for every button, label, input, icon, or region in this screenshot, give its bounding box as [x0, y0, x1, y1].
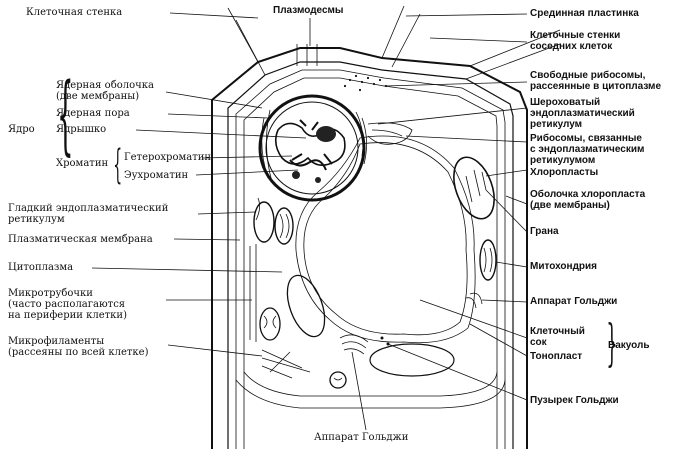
- label-heterochromatin: Гетерохроматин: [124, 152, 212, 163]
- label-golgi-vesicle: Пузырек Гольджи: [530, 395, 619, 406]
- vacuole-shape: [295, 135, 476, 344]
- cell-wall: [211, 5, 561, 449]
- label-golgi-bottom: Аппарат Гольджи: [314, 432, 409, 443]
- label-chromatin: Хроматин: [56, 158, 109, 169]
- label-chloroplasts: Хлоропласты: [530, 167, 599, 178]
- label-nucleolus: Ядрышко: [56, 124, 107, 135]
- label-nucleus: Ядро: [8, 124, 35, 135]
- label-nuclear-pore: Ядерная пора: [56, 108, 130, 119]
- label-microfilaments-2: (рассеяны по всей клетке): [8, 347, 149, 358]
- label-rough-er-2: эндоплазматический: [530, 108, 635, 119]
- label-chloroplast-envelope-2: (две мембраны): [530, 200, 610, 211]
- nucleus-brace: {: [57, 65, 74, 165]
- label-vacuole: Вакуоль: [608, 340, 650, 351]
- label-plasmodesmata: Плазмодесмы: [273, 5, 344, 16]
- label-rough-er-3: ретикулум: [530, 119, 583, 130]
- label-adjacent-walls-2: соседних клеток: [530, 41, 613, 52]
- label-plasma-membrane: Плазматическая мембрана: [8, 234, 153, 245]
- label-microtubules-3: на периферии клетки): [8, 310, 127, 321]
- label-cell-sap-1: Клеточный: [530, 326, 585, 337]
- label-smooth-er-1: Гладкий эндоплазматический: [8, 203, 169, 214]
- label-microtubules-1: Микротрубочки: [8, 288, 93, 299]
- nucleus: [258, 94, 366, 202]
- label-bound-ribosomes-2: с эндоплазматическим: [530, 144, 645, 155]
- golgi-apparatus: [339, 292, 483, 355]
- label-cell-sap-2: сок: [530, 337, 547, 348]
- leader-lines: [91, 12, 528, 431]
- label-rough-er-1: Шероховатый: [530, 97, 601, 108]
- free-ribosomes: [343, 74, 388, 92]
- label-bound-ribosomes-3: ретикулумом: [530, 155, 596, 166]
- label-microfilaments-1: Микрофиламенты: [8, 336, 105, 347]
- rough-er: [261, 109, 413, 183]
- label-grana: Грана: [530, 226, 559, 237]
- microfilaments: [261, 349, 311, 379]
- plasmodesmata-channels: [296, 44, 318, 66]
- plasma-membrane: [235, 69, 506, 449]
- mitochondria: [259, 274, 347, 389]
- label-middle-lamella: Срединная пластинка: [530, 8, 639, 19]
- label-microtubules-2: (часто располагаются: [8, 299, 126, 310]
- label-free-ribosomes-1: Свободные рибосомы,: [530, 70, 646, 81]
- label-nuclear-envelope-2: (две мембраны): [56, 91, 140, 102]
- label-mitochondrion: Митохондрия: [530, 261, 598, 272]
- chromatin-brace: {: [113, 142, 123, 188]
- label-smooth-er-2: ретикулум: [8, 214, 65, 225]
- microtubules: [249, 244, 257, 342]
- label-tonoplast: Тонопласт: [530, 351, 583, 362]
- nucleolus-shape: [316, 126, 336, 142]
- label-bound-ribosomes-1: Рибосомы, связанные: [530, 133, 642, 144]
- smooth-er: [255, 197, 260, 221]
- label-nuclear-envelope-1: Ядерная оболочка: [56, 80, 154, 91]
- label-golgi-right: Аппарат Гольджи: [530, 296, 618, 307]
- label-euchromatin: Эухроматин: [124, 170, 189, 181]
- label-adjacent-walls-1: Клеточные стенки: [530, 30, 621, 41]
- label-chloroplast-envelope-1: Оболочка хлоропласта: [530, 189, 646, 200]
- chloroplasts: [253, 156, 497, 281]
- label-cytoplasm: Цитоплазма: [8, 262, 74, 273]
- label-cell-wall: Клеточная стенка: [26, 7, 123, 18]
- label-free-ribosomes-2: рассеянные в цитоплазме: [530, 81, 662, 92]
